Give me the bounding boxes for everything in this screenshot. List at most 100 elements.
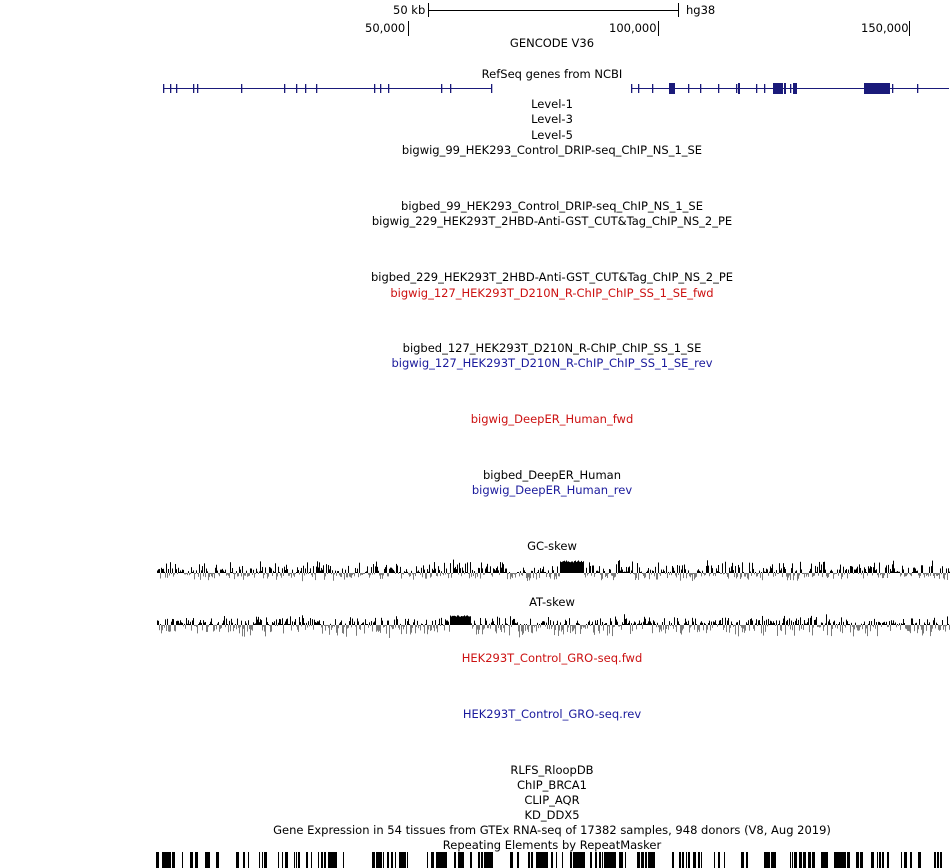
repeatmasker-track[interactable] [156,852,942,868]
skew-bar-pos [616,619,617,625]
skew-bar-pos [773,621,774,625]
gene-exon [305,84,307,93]
track-label-kd-ddx5[interactable]: KD_DDX5 [524,808,580,822]
skew-bar-neg [741,625,742,628]
skew-bar-neg [809,625,810,633]
skew-bar-neg [404,625,405,627]
at-skew-wiggle[interactable] [157,614,950,638]
skew-bar-pos [253,569,254,573]
track-label-gtex[interactable]: Gene Expression in 54 tissues from GTEx … [273,823,831,837]
track-label-level-5[interactable]: Level-5 [531,128,573,142]
skew-bar-pos [580,561,581,573]
skew-bar-pos [946,568,947,573]
refseq-gene-models[interactable] [163,83,949,94]
skew-bar-pos [888,564,889,573]
track-label-bigwig-229[interactable]: bigwig_229_HEK293T_2HBD-Anti-GST_CUT&Tag… [371,214,733,228]
skew-bar-pos [737,622,738,625]
skew-bar-neg [519,573,520,577]
track-label-deeper-bed[interactable]: bigbed_DeepER_Human [482,468,621,482]
skew-bar-neg [606,573,607,576]
skew-bar-neg [348,625,349,628]
repeat-element [551,852,553,868]
repeat-element [172,852,175,868]
skew-bar-pos [196,570,197,573]
skew-bar-pos [315,622,316,625]
skew-bar-pos [609,569,610,573]
skew-bar-pos [600,618,601,625]
skew-bar-neg [923,625,924,634]
track-label-clip-aqr[interactable]: CLIP_AQR [524,793,580,807]
track-label-gro-fwd[interactable]: HEK293T_Control_GRO-seq.fwd [461,651,643,665]
skew-bar-pos [655,624,656,625]
skew-bar-pos [472,569,473,573]
repeat-element [648,852,655,868]
track-label-rlfs[interactable]: RLFS_RloopDB [510,763,594,777]
track-label-gro-rev[interactable]: HEK293T_Control_GRO-seq.rev [462,707,642,721]
skew-bar-pos [732,562,733,573]
skew-bar-pos [760,624,761,625]
skew-bar-neg [401,625,402,635]
track-label-level-3[interactable]: Level-3 [531,112,573,126]
skew-bar-pos [687,624,688,625]
skew-bar-neg [216,625,217,630]
repeat-element [391,852,393,868]
skew-bar-neg [208,625,209,627]
track-label-bigwig-127-rev[interactable]: bigwig_127_HEK293T_D210N_R-ChIP_ChIP_SS_… [391,356,713,370]
skew-bar-neg [742,625,743,633]
skew-bar-pos [217,570,218,573]
track-label-gencode[interactable]: GENCODE V36 [509,36,595,50]
track-label-bigwig-127-fwd[interactable]: bigwig_127_HEK293T_D210N_R-ChIP_ChIP_SS_… [390,286,714,300]
track-label-repeatmasker[interactable]: Repeating Elements by RepeatMasker [442,838,662,852]
skew-bar-neg [488,625,489,629]
repeat-element [454,852,456,868]
skew-bar-pos [921,565,922,573]
track-label-deeper-rev[interactable]: bigwig_DeepER_Human_rev [471,483,633,497]
skew-bar-pos [479,568,480,573]
skew-bar-neg [583,625,584,628]
skew-bar-neg [908,625,909,631]
skew-bar-neg [381,573,382,575]
gc-skew-wiggle[interactable] [157,559,950,582]
skew-bar-neg [504,625,505,633]
repeat-element [562,852,563,868]
repeat-element [679,852,681,868]
skew-bar-neg [608,573,609,574]
skew-bar-pos [205,622,206,625]
skew-bar-pos [491,622,492,625]
skew-bar-pos [417,620,418,625]
track-label-bigbed-127[interactable]: bigbed_127_HEK293T_D210N_R-ChIP_ChIP_SS_… [402,341,702,355]
track-label-gc-skew[interactable]: GC-skew [527,539,577,553]
track-label-bigbed-99[interactable]: bigbed_99_HEK293_Control_DRIP-seq_ChIP_N… [401,199,703,213]
track-label-at-skew[interactable]: AT-skew [529,595,575,609]
track-label-refseq[interactable]: RefSeq genes from NCBI [481,67,623,81]
skew-bar-neg [862,625,863,630]
skew-bar-neg [518,625,519,632]
track-label-deeper-fwd[interactable]: bigwig_DeepER_Human_fwd [470,412,634,426]
skew-bar-neg [390,625,391,626]
skew-bar-pos [435,568,436,573]
skew-bar-pos [573,562,574,573]
skew-bar-pos [806,623,807,625]
skew-bar-pos [560,622,561,625]
skew-bar-pos [248,620,249,625]
gene-exon [380,84,382,93]
skew-bar-neg [920,625,921,627]
skew-bar-pos [255,623,256,625]
track-label-level-1[interactable]: Level-1 [531,97,573,111]
skew-bar-pos [604,570,605,573]
skew-bar-neg [458,573,459,575]
skew-bar-pos [537,572,538,573]
track-label-bigbed-229[interactable]: bigbed_229_HEK293T_2HBD-Anti-GST_CUT&Tag… [370,270,734,284]
track-label-chip-brca1[interactable]: ChIP_BRCA1 [517,778,587,792]
skew-bar-pos [629,620,630,625]
skew-bar-neg [704,573,705,576]
skew-bar-neg [519,625,520,638]
skew-bar-pos [824,561,825,573]
repeat-element [910,852,912,868]
skew-bar-pos [251,568,252,573]
track-label-bigwig-99[interactable]: bigwig_99_HEK293_Control_DRIP-seq_ChIP_N… [401,143,703,157]
skew-bar-pos [237,618,238,625]
skew-bar-neg [689,625,690,633]
skew-bar-pos [713,621,714,625]
skew-bar-pos [460,616,461,625]
